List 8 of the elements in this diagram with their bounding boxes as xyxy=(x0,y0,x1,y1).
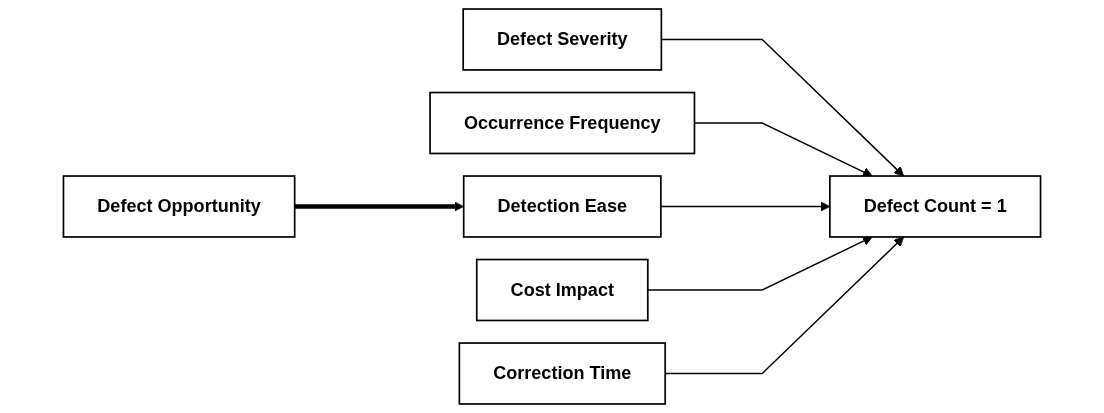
arrow xyxy=(647,236,873,291)
node-box: Occurrence Frequency xyxy=(429,91,696,155)
node-box: Detection Ease xyxy=(462,175,662,238)
node-box: Correction Time xyxy=(458,342,667,405)
node-box: Defect Count = 1 xyxy=(829,175,1042,238)
node-box: Cost Impact xyxy=(475,258,649,322)
node-box: Defect Severity xyxy=(462,8,663,71)
node-box: Defect Opportunity xyxy=(62,175,296,238)
